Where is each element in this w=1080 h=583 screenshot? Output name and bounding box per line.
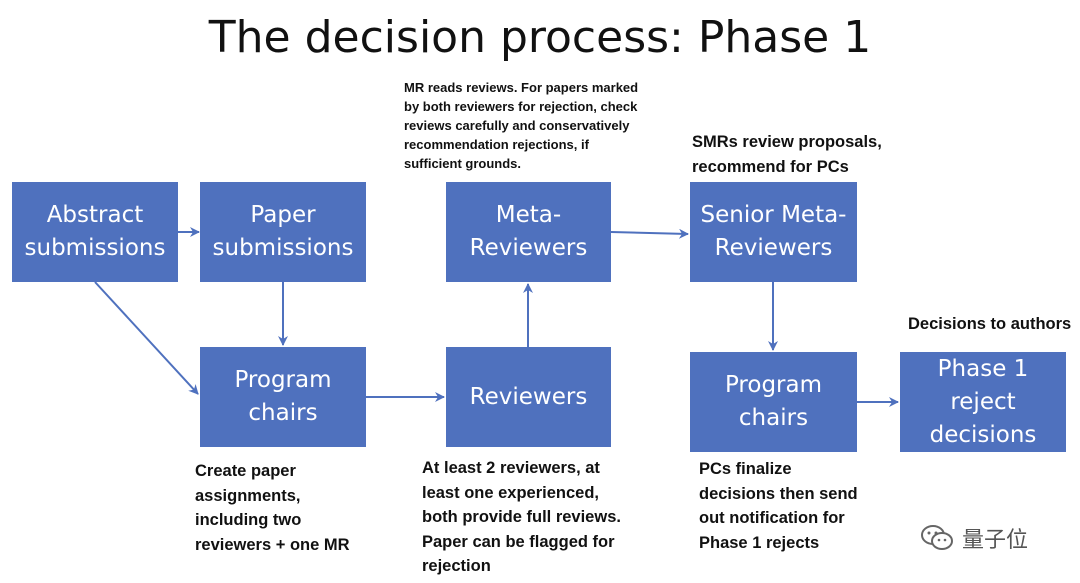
reviewers-box: Reviewers — [446, 347, 611, 447]
note-line: At least 2 reviewers, at — [422, 459, 600, 477]
note-line: both provide full reviews. — [422, 508, 621, 526]
senior-meta-reviewers-box: Senior Meta- Reviewers — [690, 182, 857, 282]
watermark-text: 量子位 — [962, 528, 1029, 553]
program-chairs-box-2: Program chairs — [690, 352, 857, 452]
arrow-abstract-to-program-chairs — [94, 281, 199, 395]
note-line: Phase 1 rejects — [699, 533, 820, 552]
note-line: PCs finalize — [699, 460, 792, 478]
note-line: rejection — [422, 557, 491, 575]
note-create-assignments: Create paper assignments, including two … — [195, 459, 350, 557]
slide-title: The decision process: Phase 1 — [208, 12, 872, 63]
note-line: reviewers + one MR — [195, 535, 350, 554]
note-pcs-finalize: PCs finalize decisions then send out not… — [699, 457, 858, 555]
abstract-submissions-box: Abstract submissions — [12, 182, 178, 282]
note-line: including two — [195, 511, 302, 529]
note-line: Paper can be flagged for — [422, 532, 615, 551]
box-label-line: reject — [950, 388, 1016, 415]
note-smrs-review: SMRs review proposals, recommend for PCs — [692, 130, 882, 179]
box-label-line: Abstract — [46, 202, 144, 228]
box-label-line: Meta- — [495, 202, 562, 228]
note-line: least one experienced, — [422, 483, 599, 502]
note-line: by both reviewers for rejection, check — [404, 99, 638, 114]
note-line: out notification for — [699, 509, 845, 527]
note-line: sufficient grounds. — [404, 156, 521, 171]
box-label-line: Program — [724, 372, 823, 398]
program-chairs-box-1: Program chairs — [200, 347, 366, 447]
box-label-line: Senior Meta- — [700, 202, 847, 228]
note-line: MR reads reviews. For papers marked — [404, 80, 639, 95]
box-label-line: Paper — [250, 202, 316, 228]
meta-reviewers-box: Meta- Reviewers — [446, 182, 611, 282]
box-label-line: Reviewers — [714, 235, 833, 261]
box-label-line: chairs — [248, 400, 318, 426]
arrow-meta-to-senior-meta — [610, 228, 689, 239]
box-label-line: Reviewers — [469, 235, 588, 261]
box-label-line: Program — [234, 367, 332, 393]
note-at-least-two-reviewers: At least 2 reviewers, at least one exper… — [422, 456, 621, 579]
wechat-icon — [921, 525, 953, 550]
watermark: 量子位 — [920, 520, 1070, 556]
phase1-reject-decisions-box: Phase 1 reject decisions — [900, 352, 1066, 452]
box-label-line: decisions — [929, 421, 1037, 448]
note-line: recommendation rejections, if — [404, 137, 589, 152]
note-mr-reads-reviews: MR reads reviews. For papers marked by b… — [404, 78, 638, 173]
note-line: assignments, — [195, 486, 301, 505]
box-label-line: Phase 1 — [937, 355, 1029, 382]
box-label-line: Reviewers — [469, 383, 588, 410]
note-line: recommend for PCs — [692, 157, 849, 176]
note-line: reviews carefully and conservatively — [404, 118, 630, 133]
box-label-line: submissions — [212, 235, 354, 261]
box-label-line: submissions — [24, 235, 166, 261]
note-line: decisions then send — [699, 484, 858, 503]
note-line: Decisions to authors — [908, 315, 1072, 333]
note-line: SMRs review proposals, — [692, 133, 882, 151]
note-line: Create paper — [195, 462, 296, 480]
box-label-line: chairs — [738, 405, 809, 431]
paper-submissions-box: Paper submissions — [200, 182, 366, 282]
note-decisions-to-authors: Decisions to authors — [908, 312, 1071, 337]
